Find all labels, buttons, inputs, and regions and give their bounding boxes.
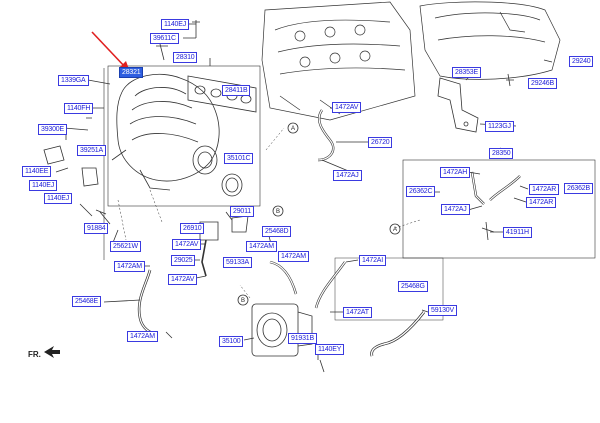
part-label-35101c[interactable]: 35101C: [224, 153, 254, 164]
part-label-91884[interactable]: 91884: [84, 223, 109, 234]
part-label-1472ai[interactable]: 1472AI: [359, 255, 386, 266]
callout-a2-letter: A: [393, 227, 397, 233]
part-label-1140ej-top[interactable]: 1140EJ: [161, 19, 190, 30]
part-label-29240[interactable]: 29240: [569, 56, 594, 67]
part-label-41911h[interactable]: 41911H: [503, 227, 532, 238]
part-label-1339ga[interactable]: 1339GA: [58, 75, 89, 86]
intake-manifold: [111, 73, 220, 191]
callout-b1-circle: [272, 205, 284, 217]
callout-a1-circle: [287, 122, 299, 134]
part-label-25468g[interactable]: 25468G: [398, 281, 428, 292]
part-label-35100[interactable]: 35100: [219, 336, 244, 347]
callout-b2-circle: [237, 294, 249, 306]
callout-b2-letter: B: [241, 298, 245, 304]
part-label-25621w[interactable]: 25621W: [110, 241, 141, 252]
part-label-28310[interactable]: 28310: [173, 52, 198, 63]
part-label-1472am-a[interactable]: 1472AM: [114, 261, 145, 272]
part-label-28411b[interactable]: 28411B: [222, 85, 251, 96]
part-label-1472aj-box[interactable]: 1472AJ: [441, 204, 470, 215]
front-orientation-label: FR.: [28, 350, 41, 359]
engine-cover: [419, 1, 561, 80]
part-label-39251a[interactable]: 39251A: [77, 145, 106, 156]
part-label-1472am-d[interactable]: 1472AM: [127, 331, 158, 342]
part-label-29025[interactable]: 29025: [171, 255, 196, 266]
part-label-1472ah-box[interactable]: 1472AH: [440, 167, 471, 178]
part-label-1472av-a[interactable]: 1472AV: [172, 239, 202, 250]
part-label-highlighted[interactable]: 28321: [119, 67, 144, 78]
part-label-28353e[interactable]: 28353E: [452, 67, 481, 78]
part-label-1123gj[interactable]: 1123GJ: [485, 121, 514, 132]
part-label-26910[interactable]: 26910: [180, 223, 205, 234]
part-label-1140ej-low[interactable]: 1140EJ: [44, 193, 73, 204]
part-label-1472am-b[interactable]: 1472AM: [246, 241, 277, 252]
part-label-26362c[interactable]: 26362C: [406, 186, 436, 197]
part-label-1472av-b[interactable]: 1472AV: [168, 274, 198, 285]
part-label-1472at[interactable]: 1472AT: [343, 307, 372, 318]
part-label-1472am-c[interactable]: 1472AM: [278, 251, 309, 262]
callout-a1-letter: A: [291, 126, 295, 132]
part-label-26362b[interactable]: 26362B: [564, 183, 593, 194]
part-label-1140ey[interactable]: 1140EY: [315, 344, 345, 355]
part-label-25468e[interactable]: 25468E: [72, 296, 101, 307]
callout-a2-circle: [389, 223, 401, 235]
part-label-59133a[interactable]: 59133A: [223, 257, 252, 268]
part-label-26720[interactable]: 26720: [368, 137, 393, 148]
part-label-1472ar-b[interactable]: 1472AR: [526, 197, 557, 208]
part-label-1140fh[interactable]: 1140FH: [64, 103, 94, 114]
part-label-1140ej-mid[interactable]: 1140EJ: [29, 180, 58, 191]
part-label-1472av-c[interactable]: 1472AV: [332, 102, 362, 113]
part-label-1472aj-top[interactable]: 1472AJ: [333, 170, 362, 181]
part-label-59130v[interactable]: 59130V: [428, 305, 457, 316]
part-label-91931b[interactable]: 91931B: [288, 333, 317, 344]
callout-b1-letter: B: [276, 209, 280, 215]
throttle-body: [251, 303, 313, 357]
part-label-1472ar-a[interactable]: 1472AR: [529, 184, 560, 195]
part-label-39300e[interactable]: 39300E: [38, 124, 67, 135]
part-label-29011[interactable]: 29011: [230, 206, 254, 217]
part-label-25468d[interactable]: 25468D: [262, 226, 292, 237]
part-label-28350[interactable]: 28350: [489, 148, 514, 159]
part-label-29246b[interactable]: 29246B: [528, 78, 557, 89]
part-label-39611c[interactable]: 39611C: [150, 33, 179, 44]
part-label-1140ee[interactable]: 1140EE: [22, 166, 52, 177]
